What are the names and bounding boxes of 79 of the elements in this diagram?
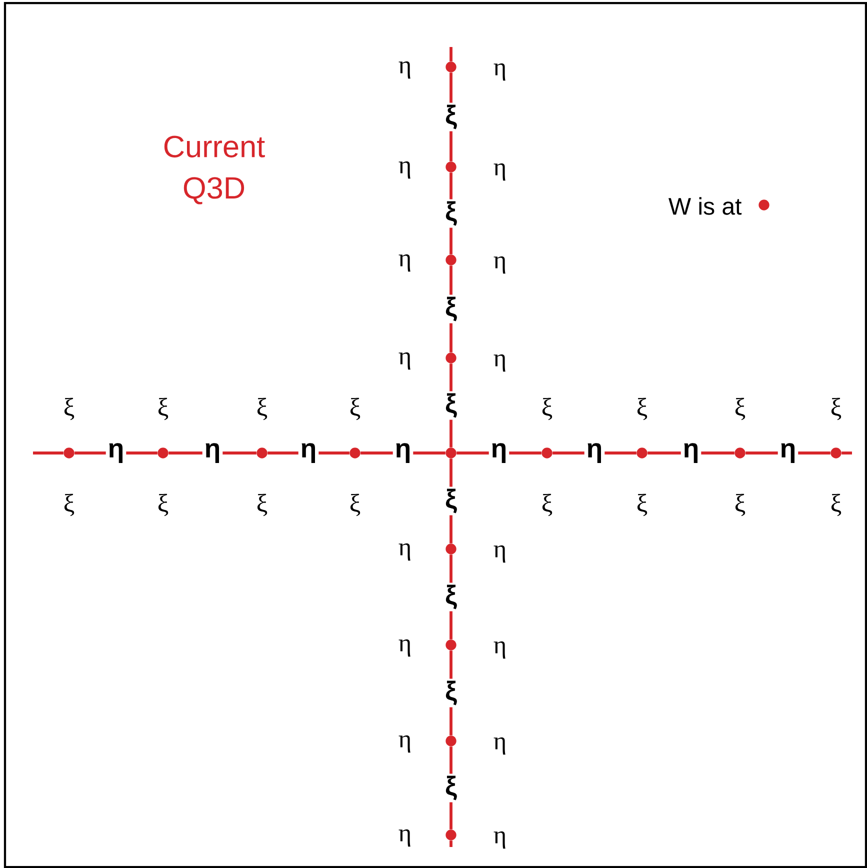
line-segment xyxy=(450,47,452,62)
edge-label: η xyxy=(778,441,798,465)
greek-letter: ξ xyxy=(735,494,746,516)
greek-letter: η xyxy=(494,545,506,563)
greek-letter: ξ xyxy=(637,494,648,516)
greek-letter: ξ xyxy=(257,494,268,516)
greek-letter: ξ xyxy=(350,398,360,420)
line-segment xyxy=(648,452,734,454)
edge-label: η xyxy=(202,441,223,465)
line-segment xyxy=(552,452,636,454)
greek-letter: η xyxy=(398,543,410,561)
edge-label: η xyxy=(392,441,414,465)
greek-letter: η xyxy=(398,639,410,657)
line-segment xyxy=(74,452,158,454)
line-segment xyxy=(842,452,852,454)
dot xyxy=(446,736,456,746)
dot xyxy=(830,448,842,458)
line-segment xyxy=(456,452,542,454)
dot xyxy=(64,448,74,458)
greek-letter: η xyxy=(398,161,410,179)
dot xyxy=(446,352,456,364)
edge-label: ξ xyxy=(443,199,459,228)
line-segment xyxy=(360,452,446,454)
line-segment xyxy=(33,452,64,454)
edge-label: η xyxy=(488,441,510,465)
dot xyxy=(446,162,456,172)
heading: Current Q3D xyxy=(164,136,265,204)
line-segment xyxy=(168,452,256,454)
greek-letter: η xyxy=(494,831,506,849)
edge-label: η xyxy=(106,441,126,465)
greek-letter: ξ xyxy=(542,494,552,516)
line-segment xyxy=(746,452,830,454)
greek-letter: ξ xyxy=(158,398,168,420)
greek-letter: ξ xyxy=(64,494,74,516)
edge-label: ξ xyxy=(443,391,459,420)
greek-letter: ξ xyxy=(637,398,648,420)
dot xyxy=(446,254,456,266)
edge-label: η xyxy=(298,441,319,465)
greek-letter: ξ xyxy=(831,494,842,516)
dot xyxy=(446,448,456,458)
greek-letter: η xyxy=(494,63,506,81)
greek-letter: η xyxy=(398,735,410,753)
edge-label: ξ xyxy=(443,294,459,324)
greek-letter: η xyxy=(398,61,410,79)
greek-letter: ξ xyxy=(542,398,552,420)
edge-label: ξ xyxy=(443,102,459,132)
greek-letter: η xyxy=(494,163,506,181)
dot xyxy=(158,448,168,458)
dot xyxy=(734,448,746,458)
legend-text: W is at xyxy=(668,197,742,215)
dot xyxy=(636,448,648,458)
line-segment xyxy=(450,840,452,847)
line-segment xyxy=(268,452,350,454)
edge-label: η xyxy=(584,441,605,465)
edge-label: ξ xyxy=(443,678,459,708)
dot xyxy=(542,448,552,458)
dot xyxy=(446,544,456,554)
greek-letter: η xyxy=(398,352,410,370)
dot xyxy=(256,448,268,458)
edge-label: ξ xyxy=(443,774,459,802)
greek-letter: ξ xyxy=(350,494,360,516)
greek-letter: ξ xyxy=(158,494,168,516)
dot xyxy=(446,62,456,72)
greek-letter: ξ xyxy=(64,398,74,420)
edge-label: η xyxy=(680,441,702,465)
greek-letter: η xyxy=(398,829,410,847)
greek-letter: ξ xyxy=(257,398,268,420)
edge-label: ξ xyxy=(443,582,459,612)
greek-letter: η xyxy=(494,256,506,274)
greek-letter: ξ xyxy=(735,398,746,420)
greek-letter: η xyxy=(494,737,506,755)
greek-letter: η xyxy=(398,254,410,272)
greek-letter: η xyxy=(494,641,506,659)
dot xyxy=(446,640,456,650)
dot xyxy=(350,448,360,458)
greek-letter: η xyxy=(494,354,506,372)
edge-label: ξ xyxy=(443,486,459,516)
greek-letter: ξ xyxy=(831,398,842,420)
dot xyxy=(446,830,456,840)
